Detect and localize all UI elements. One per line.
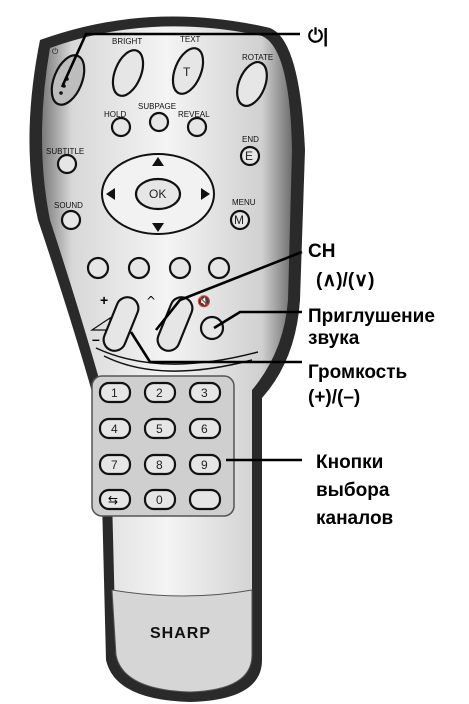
reveal-button[interactable] <box>188 118 206 136</box>
numeric-key-8[interactable]: 8 <box>145 455 175 474</box>
svg-text:7: 7 <box>111 458 118 472</box>
rotate-label: ROTATE <box>242 53 273 62</box>
numeric-key-3[interactable]: 3 <box>190 383 220 402</box>
svg-text:8: 8 <box>156 458 163 472</box>
svg-text:0: 0 <box>156 493 163 507</box>
power-callout: ⏻| <box>308 26 328 47</box>
channel-keys-callout-line3: каналов <box>316 508 393 529</box>
volume-callout-line1: Громкость <box>308 362 407 383</box>
numeric-key-1[interactable]: 1 <box>100 383 130 402</box>
flashback-icon: ⇆ <box>108 493 118 507</box>
volume-minus-symbol: – <box>92 331 100 347</box>
end-key-letter: E <box>245 149 253 163</box>
svg-text:3: 3 <box>201 386 208 400</box>
numeric-key-0[interactable]: 0 <box>145 490 175 509</box>
numeric-key-9[interactable]: 9 <box>190 455 220 474</box>
color-key-1[interactable] <box>88 258 108 278</box>
mute-callout-line2: звука <box>308 328 360 349</box>
numeric-key-2[interactable]: 2 <box>145 383 175 402</box>
bright-label: BRIGHT <box>112 37 142 46</box>
ch-callout-line1: CH <box>308 241 335 262</box>
text-key-letter: T <box>183 65 191 79</box>
channel-keys-callout-line2: выбора <box>316 480 390 501</box>
text-label: TEXT <box>180 35 201 44</box>
input-button[interactable] <box>190 490 220 509</box>
menu-label: MENU <box>232 198 256 207</box>
svg-text:2: 2 <box>156 386 163 400</box>
hold-button[interactable] <box>112 118 130 136</box>
subtitle-button[interactable] <box>58 155 76 173</box>
end-label: END <box>242 135 259 144</box>
menu-key-letter: M <box>234 213 244 227</box>
svg-text:5: 5 <box>156 422 163 436</box>
svg-text:6: 6 <box>201 422 208 436</box>
color-key-4[interactable] <box>209 258 229 278</box>
flashback-button[interactable]: ⇆ <box>100 490 130 509</box>
svg-text:4: 4 <box>111 422 118 436</box>
color-key-3[interactable] <box>170 258 190 278</box>
sound-button[interactable] <box>62 211 80 229</box>
numeric-key-4[interactable]: 4 <box>100 419 130 438</box>
numeric-key-7[interactable]: 7 <box>100 455 130 474</box>
color-key-2[interactable] <box>129 258 149 278</box>
mute-button[interactable] <box>201 317 223 339</box>
svg-text:1: 1 <box>111 386 118 400</box>
numeric-key-6[interactable]: 6 <box>190 419 220 438</box>
ok-label: OK <box>149 187 166 201</box>
channel-keys-callout-line1: Кнопки <box>316 452 383 473</box>
sound-label: SOUND <box>54 201 83 210</box>
numeric-key-5[interactable]: 5 <box>145 419 175 438</box>
ch-up-symbol: ^ <box>146 294 156 308</box>
volume-plus-symbol: + <box>100 292 108 308</box>
brand-logo: SHARP <box>150 625 211 642</box>
svg-text:9: 9 <box>201 458 208 472</box>
power-symbol-label: ⏻ <box>52 47 59 56</box>
mute-callout-line1: Приглушение <box>308 306 435 327</box>
subpage-button[interactable] <box>150 113 168 131</box>
mute-icon: 🔇 <box>197 295 211 308</box>
ch-callout-line2: (∧)/(∨) <box>316 270 374 291</box>
subpage-label: SUBPAGE <box>138 102 176 111</box>
volume-callout-line2: (+)/(–) <box>308 387 360 408</box>
